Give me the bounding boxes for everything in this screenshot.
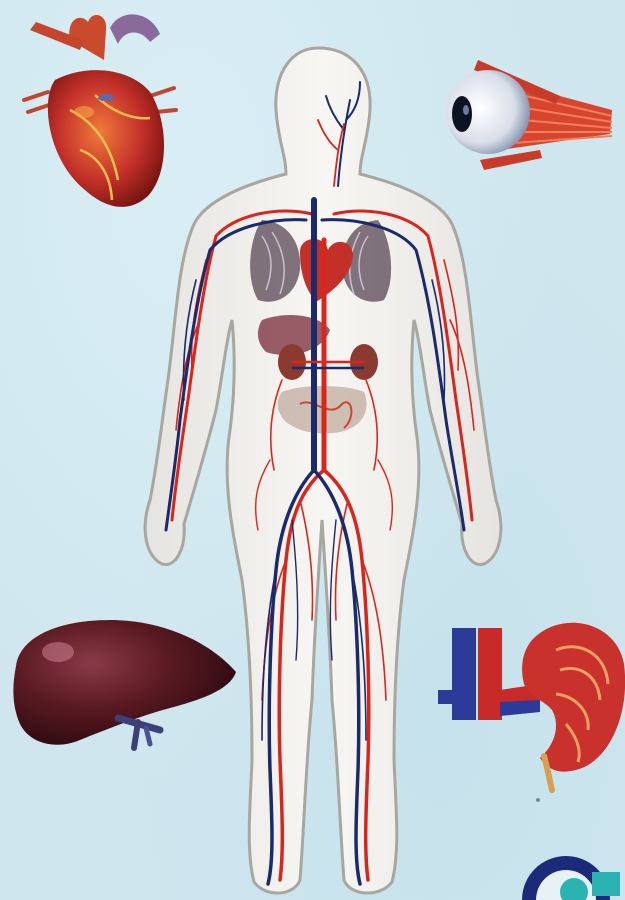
eye-illustration [446,60,612,170]
liver-illustration [13,620,236,748]
speck [536,798,540,802]
kidney-illustration [438,623,625,790]
heart-illustration [24,14,176,207]
publisher-logo-icon [520,852,620,900]
